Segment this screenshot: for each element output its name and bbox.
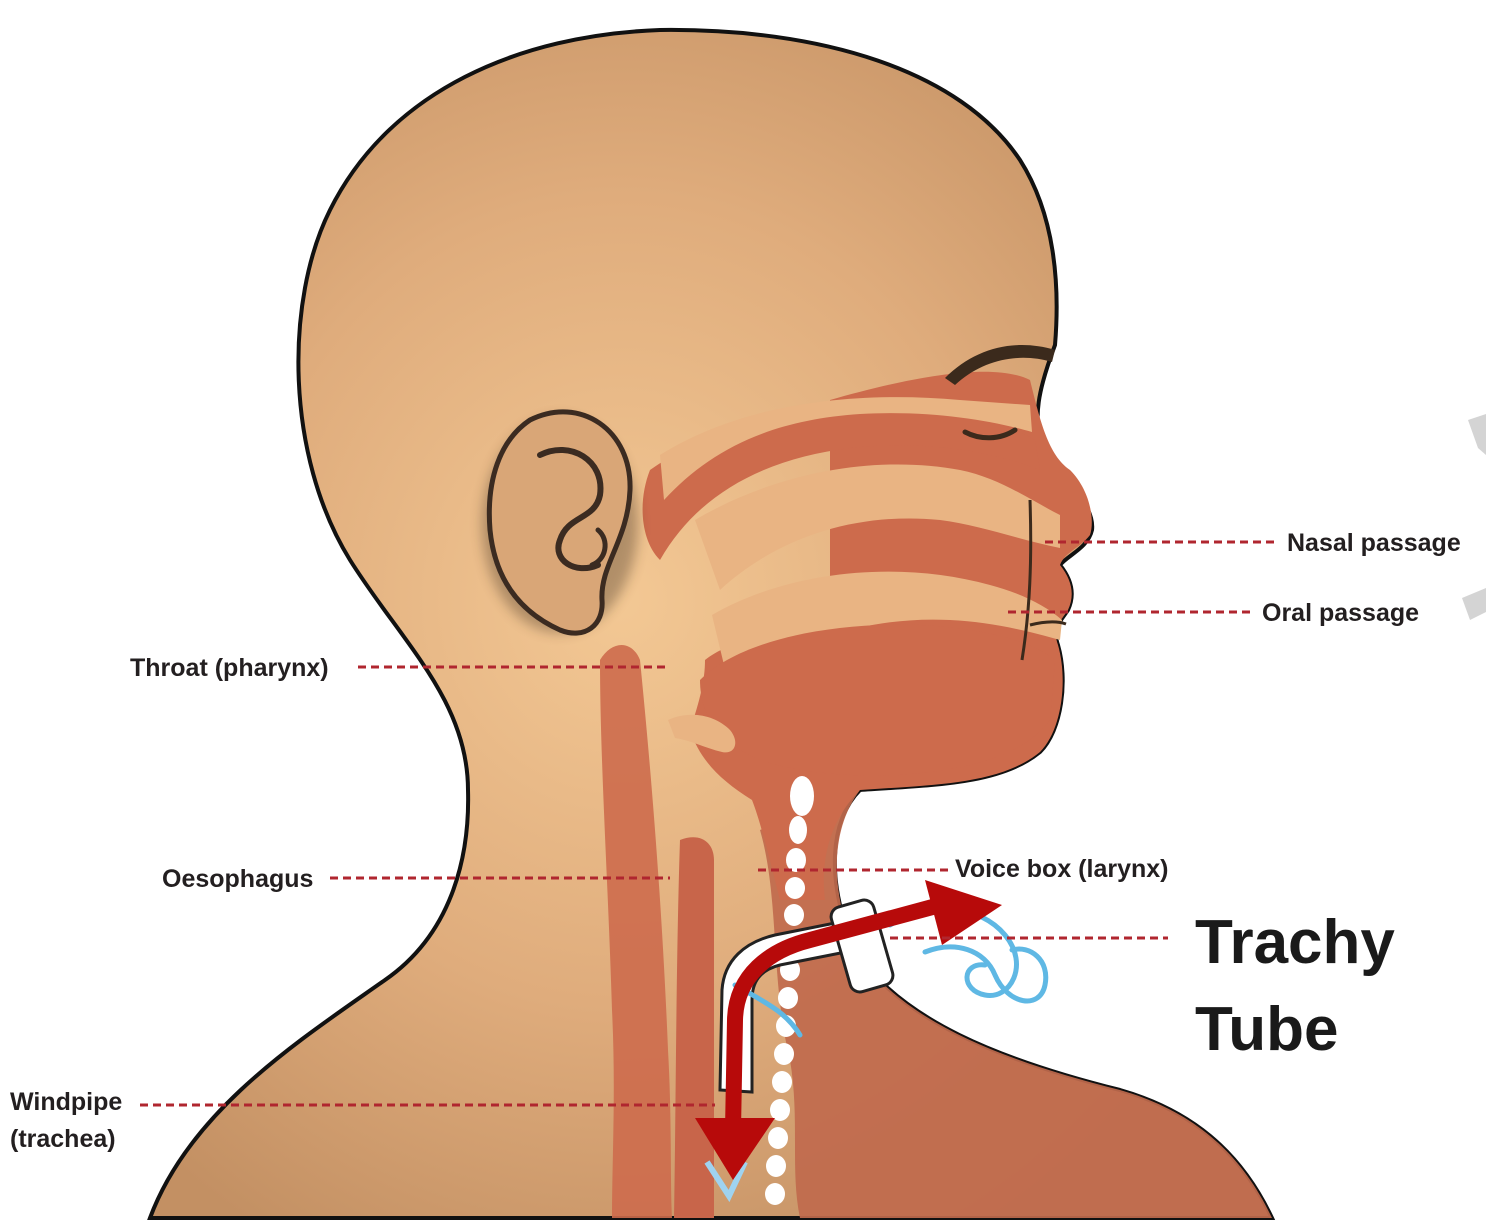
oral-passage-label: Oral passage — [1262, 599, 1419, 627]
ear — [482, 412, 638, 633]
throat-label: Throat (pharynx) — [130, 654, 329, 682]
trachea-label: (trachea) — [10, 1125, 116, 1153]
oesophagus — [674, 837, 714, 1218]
windpipe-label: Windpipe — [10, 1088, 122, 1116]
oesophagus-label: Oesophagus — [162, 865, 313, 893]
tube-label: Tube — [1195, 995, 1339, 1064]
voice-box-label: Voice box (larynx) — [955, 855, 1169, 883]
trachy-label: Trachy — [1195, 908, 1395, 977]
watermark-fragment — [1462, 414, 1486, 620]
nasal-passage-label: Nasal passage — [1287, 529, 1461, 557]
